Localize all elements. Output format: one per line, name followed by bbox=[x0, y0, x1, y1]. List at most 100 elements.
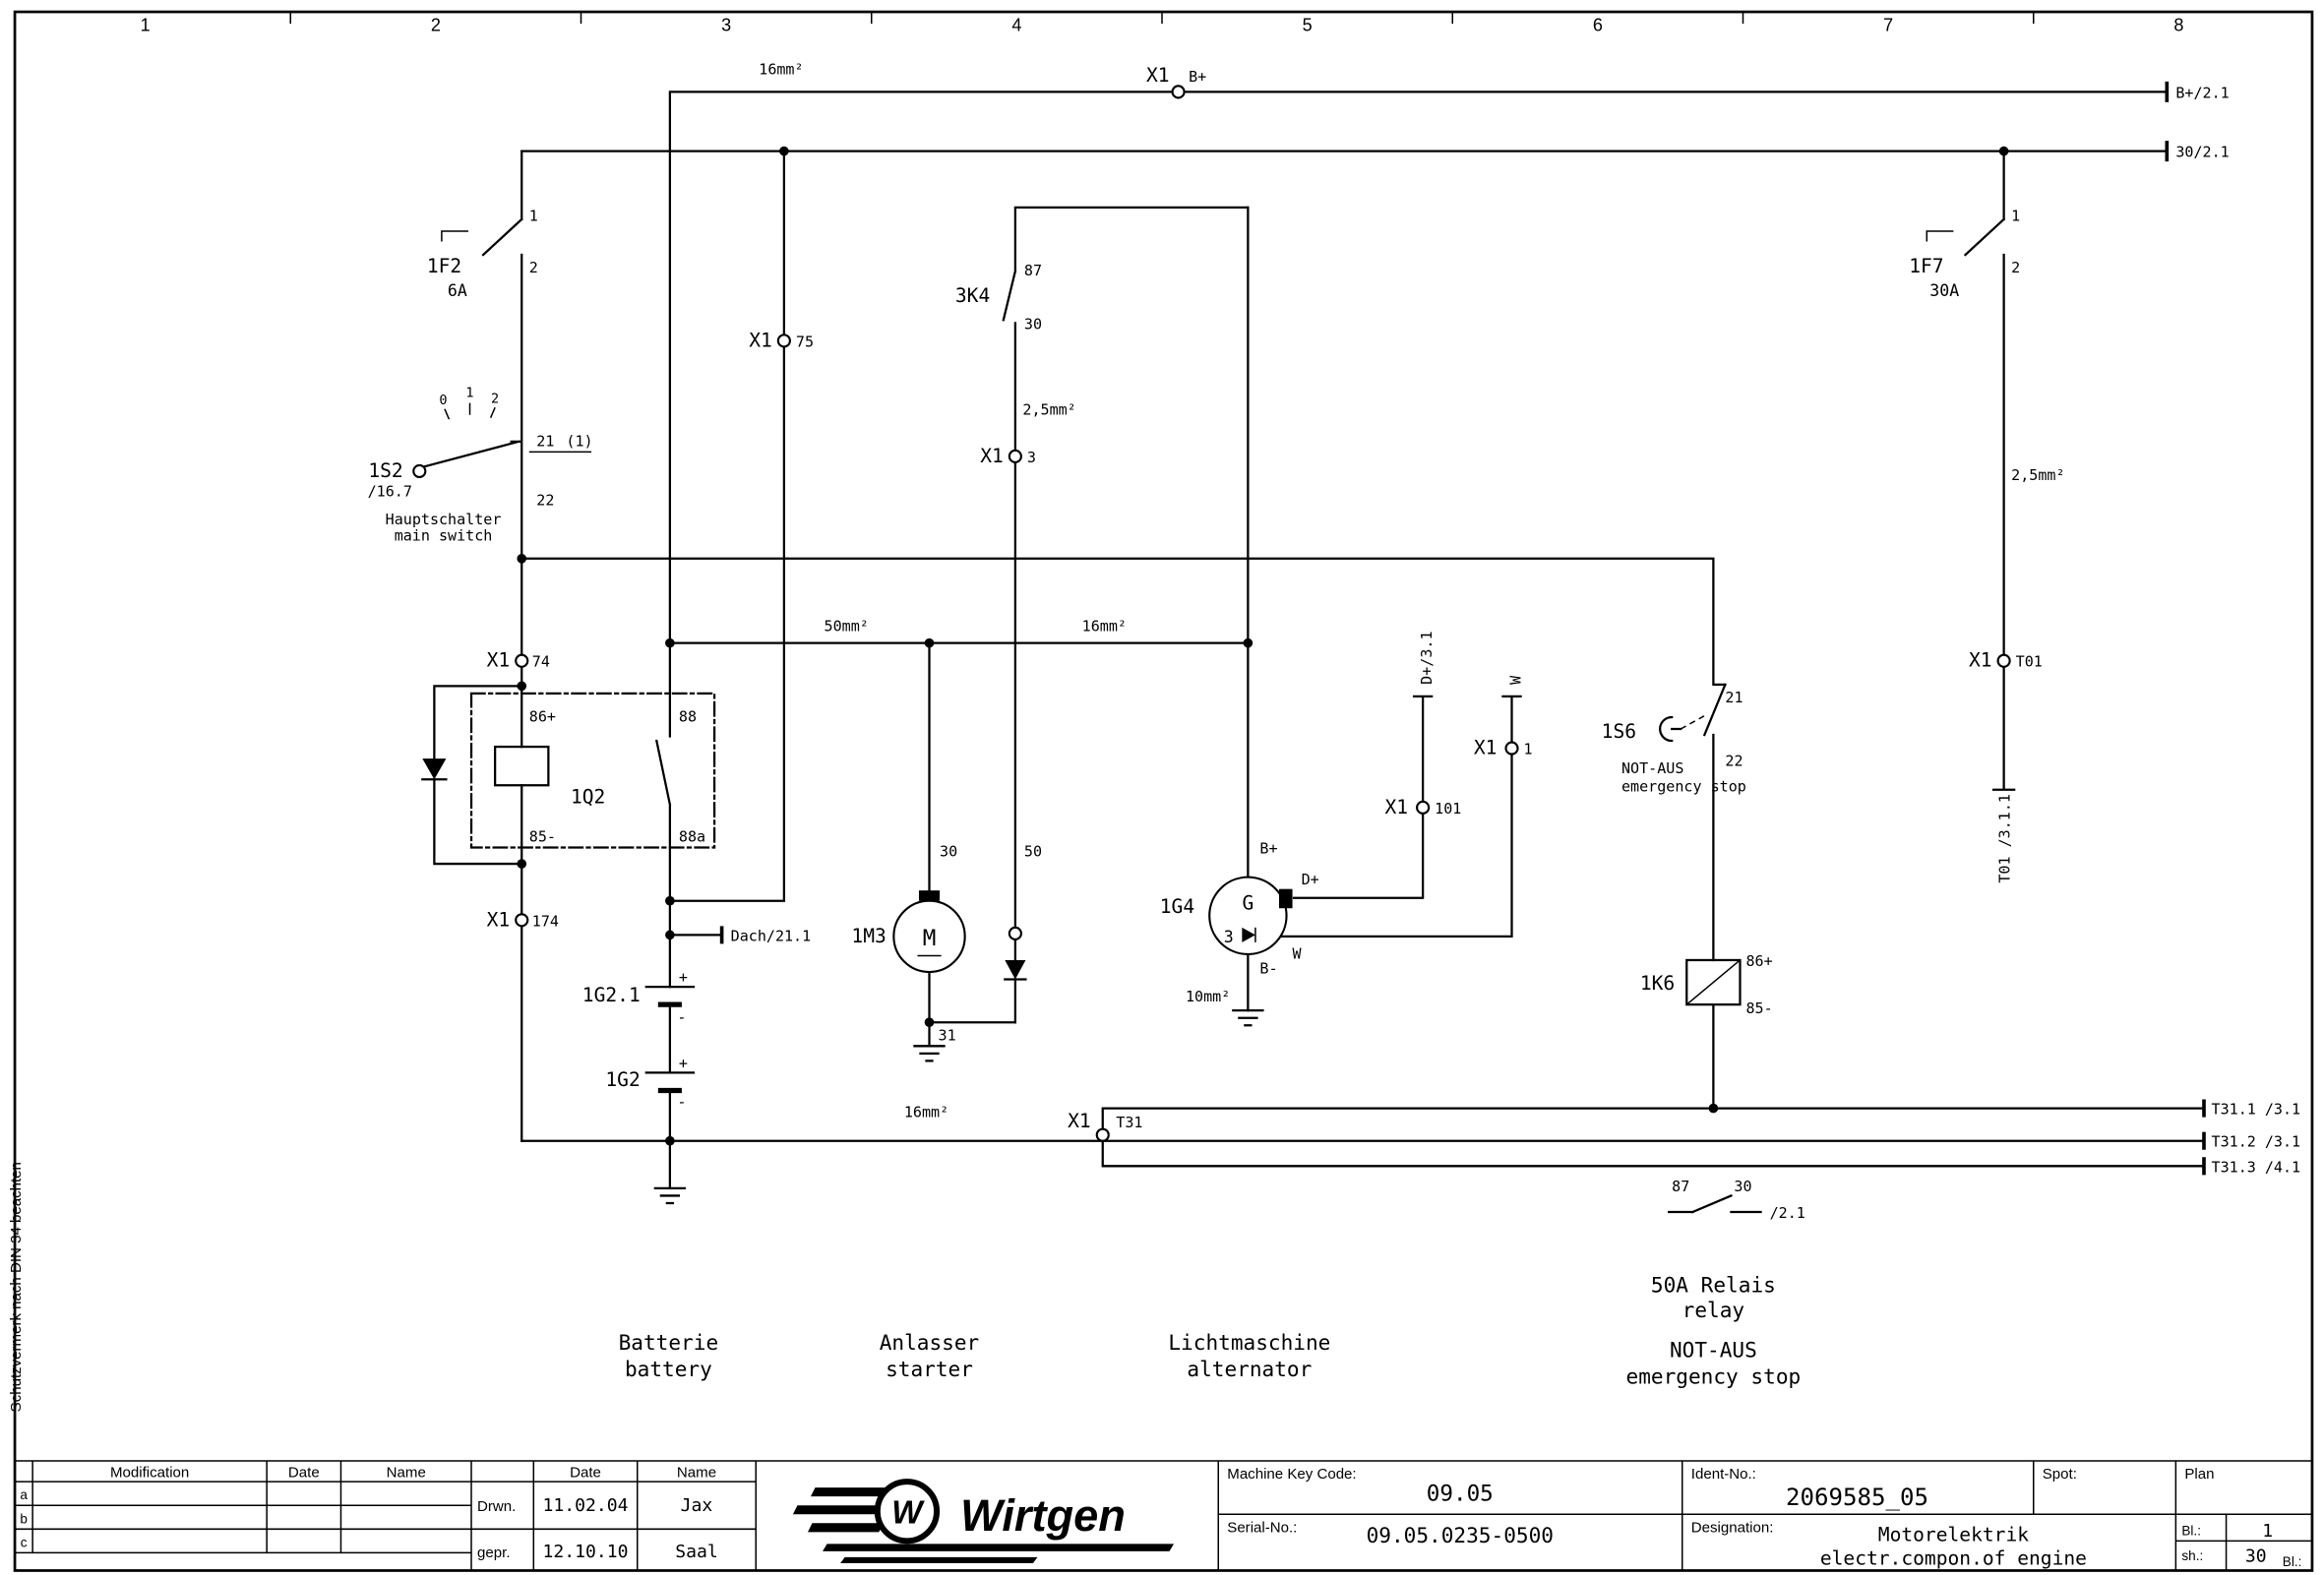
flyback-diode bbox=[422, 758, 447, 780]
net-label-t313: T31.3 /4.1 bbox=[2212, 1158, 2301, 1176]
fuse-terminal: 1 bbox=[529, 207, 538, 224]
switch-terminal: 21 bbox=[536, 432, 554, 450]
relay-ref: 1K6 bbox=[1640, 972, 1675, 995]
battery-ref: 1G2 bbox=[605, 1068, 640, 1091]
border bbox=[13, 10, 2314, 1572]
wire-size-label: 10mm² bbox=[1186, 988, 1230, 1005]
plan-label: Plan bbox=[2184, 1466, 2214, 1483]
aux-contact-terminal: 87 bbox=[1672, 1178, 1689, 1195]
suppression-diode bbox=[1005, 959, 1026, 980]
net-q2-diode bbox=[433, 685, 523, 866]
connector-ref: X1 bbox=[1068, 1110, 1091, 1132]
estop-relay-diagonal bbox=[1685, 959, 1741, 1005]
estop-mushroom-icon bbox=[1659, 715, 1682, 743]
starter-terminal: 31 bbox=[939, 1026, 956, 1044]
battery-polarity: - bbox=[677, 1008, 686, 1026]
col-header-date2: Date bbox=[570, 1465, 601, 1482]
alternator-terminal: B- bbox=[1259, 960, 1277, 978]
spot-label: Spot: bbox=[2043, 1466, 2077, 1483]
f2-actuator bbox=[441, 230, 469, 242]
alternator-body bbox=[1208, 876, 1288, 955]
sheet-value: 1 bbox=[2262, 1521, 2273, 1542]
battery-plus-plates bbox=[644, 985, 696, 1074]
caption-battery-de: Batterie bbox=[619, 1330, 719, 1355]
pin-label: T31 bbox=[1116, 1114, 1142, 1131]
wire-size-label: 2,5mm² bbox=[2011, 466, 2064, 484]
sheet-label-2: Bl.: bbox=[2283, 1554, 2302, 1569]
switch-caption-de: Hauptschalter bbox=[386, 511, 502, 528]
column-number: 7 bbox=[1883, 16, 1893, 35]
fuse-rating: 30A bbox=[1929, 281, 1959, 300]
switch-caption-en: main switch bbox=[395, 527, 493, 545]
x1-pin-bplus bbox=[1171, 85, 1186, 99]
net-label-t312: T31.2 /3.1 bbox=[2212, 1133, 2301, 1151]
col-header-date: Date bbox=[288, 1465, 320, 1482]
alternator-diode bbox=[1242, 927, 1255, 942]
alternator-terminal: D+ bbox=[1302, 871, 1319, 888]
aux-contact bbox=[1668, 1193, 1762, 1214]
net-label-30: 30/2.1 bbox=[2175, 144, 2229, 161]
machine-key-label: Machine Key Code: bbox=[1227, 1466, 1356, 1483]
drawn-date: 11.02.04 bbox=[543, 1495, 629, 1516]
battery-polarity: + bbox=[679, 969, 688, 987]
relay-terminal: 88a bbox=[679, 827, 705, 845]
row-letter: c bbox=[21, 1535, 28, 1549]
estop-terminal: 21 bbox=[1725, 689, 1743, 706]
alternator-symbol-letter: G bbox=[1242, 892, 1254, 915]
machine-key-value: 09.05 bbox=[1427, 1482, 1494, 1507]
fuse-terminal: 1 bbox=[2011, 207, 2020, 224]
relay-terminal: 86+ bbox=[529, 707, 556, 725]
serial-value: 09.05.0235-0500 bbox=[1367, 1523, 1554, 1547]
switch-position: 1 bbox=[465, 386, 473, 401]
main-switch-pivot bbox=[412, 463, 427, 479]
net-x75 bbox=[668, 150, 786, 902]
checked-label: gepr. bbox=[477, 1545, 510, 1561]
net-starter bbox=[928, 641, 1016, 1048]
x1-pin-174 bbox=[515, 913, 529, 928]
serial-label: Serial-No.: bbox=[1227, 1519, 1297, 1536]
net-f7-t01 bbox=[1963, 150, 2016, 791]
net-dplus bbox=[1292, 695, 1434, 899]
checked-date: 12.10.10 bbox=[543, 1542, 629, 1562]
column-number: 5 bbox=[1303, 16, 1313, 35]
relay-terminal: 88 bbox=[679, 707, 697, 725]
net-k4-50 bbox=[1002, 206, 1250, 1024]
relay-terminal: 86+ bbox=[1746, 952, 1773, 970]
alternator-phase: 3 bbox=[1224, 928, 1234, 946]
relay-ref: 1Q2 bbox=[571, 785, 605, 808]
net-label-t01: T01 /3.1.1 bbox=[1996, 794, 2014, 883]
wire-size-label: 50mm² bbox=[825, 618, 869, 636]
connector-ref: X1 bbox=[749, 329, 772, 351]
alternator-ref: 1G4 bbox=[1160, 895, 1194, 918]
logo-w: W bbox=[891, 1494, 925, 1531]
caption-alternator-en: alternator bbox=[1187, 1357, 1312, 1381]
main-switch-position-ticks bbox=[444, 402, 592, 454]
checked-name: Saal bbox=[675, 1542, 718, 1562]
circuit-wires bbox=[433, 81, 2206, 1214]
fuse-terminal: 2 bbox=[2011, 259, 2020, 276]
logo-circle bbox=[874, 1479, 941, 1545]
designation-de: Motorelektrik bbox=[1878, 1523, 2029, 1545]
estop-caption-de: NOT-AUS bbox=[1621, 759, 1683, 777]
connector-ref: X1 bbox=[1146, 64, 1170, 87]
caption-battery-en: battery bbox=[625, 1357, 712, 1381]
x1-pin-t01 bbox=[1996, 653, 2011, 668]
wirtgen-logo: W Wirtgen bbox=[792, 1479, 1175, 1563]
net-bplus-battery bbox=[654, 91, 2169, 1190]
starter-brush bbox=[918, 890, 941, 901]
fuse-ref: 1F2 bbox=[427, 255, 461, 277]
caption-relay-de: 50A Relais bbox=[1651, 1272, 1776, 1297]
contact-terminal: 87 bbox=[1024, 262, 1042, 279]
ident-label: Ident-No.: bbox=[1691, 1466, 1756, 1483]
pin-label: 74 bbox=[532, 653, 550, 671]
starter-ref: 1M3 bbox=[851, 925, 886, 947]
estop-caption-en: emergency stop bbox=[1621, 777, 1746, 795]
switch-position: 2 bbox=[491, 392, 499, 407]
starter-terminal: 50 bbox=[1024, 843, 1042, 861]
caption-starter-de: Anlasser bbox=[880, 1330, 980, 1355]
sheet-count-value: 30 bbox=[2245, 1545, 2267, 1566]
battery-ref: 1G2.1 bbox=[582, 984, 641, 1006]
drawn-label: Drwn. bbox=[477, 1498, 516, 1515]
column-number: 6 bbox=[1593, 16, 1603, 35]
